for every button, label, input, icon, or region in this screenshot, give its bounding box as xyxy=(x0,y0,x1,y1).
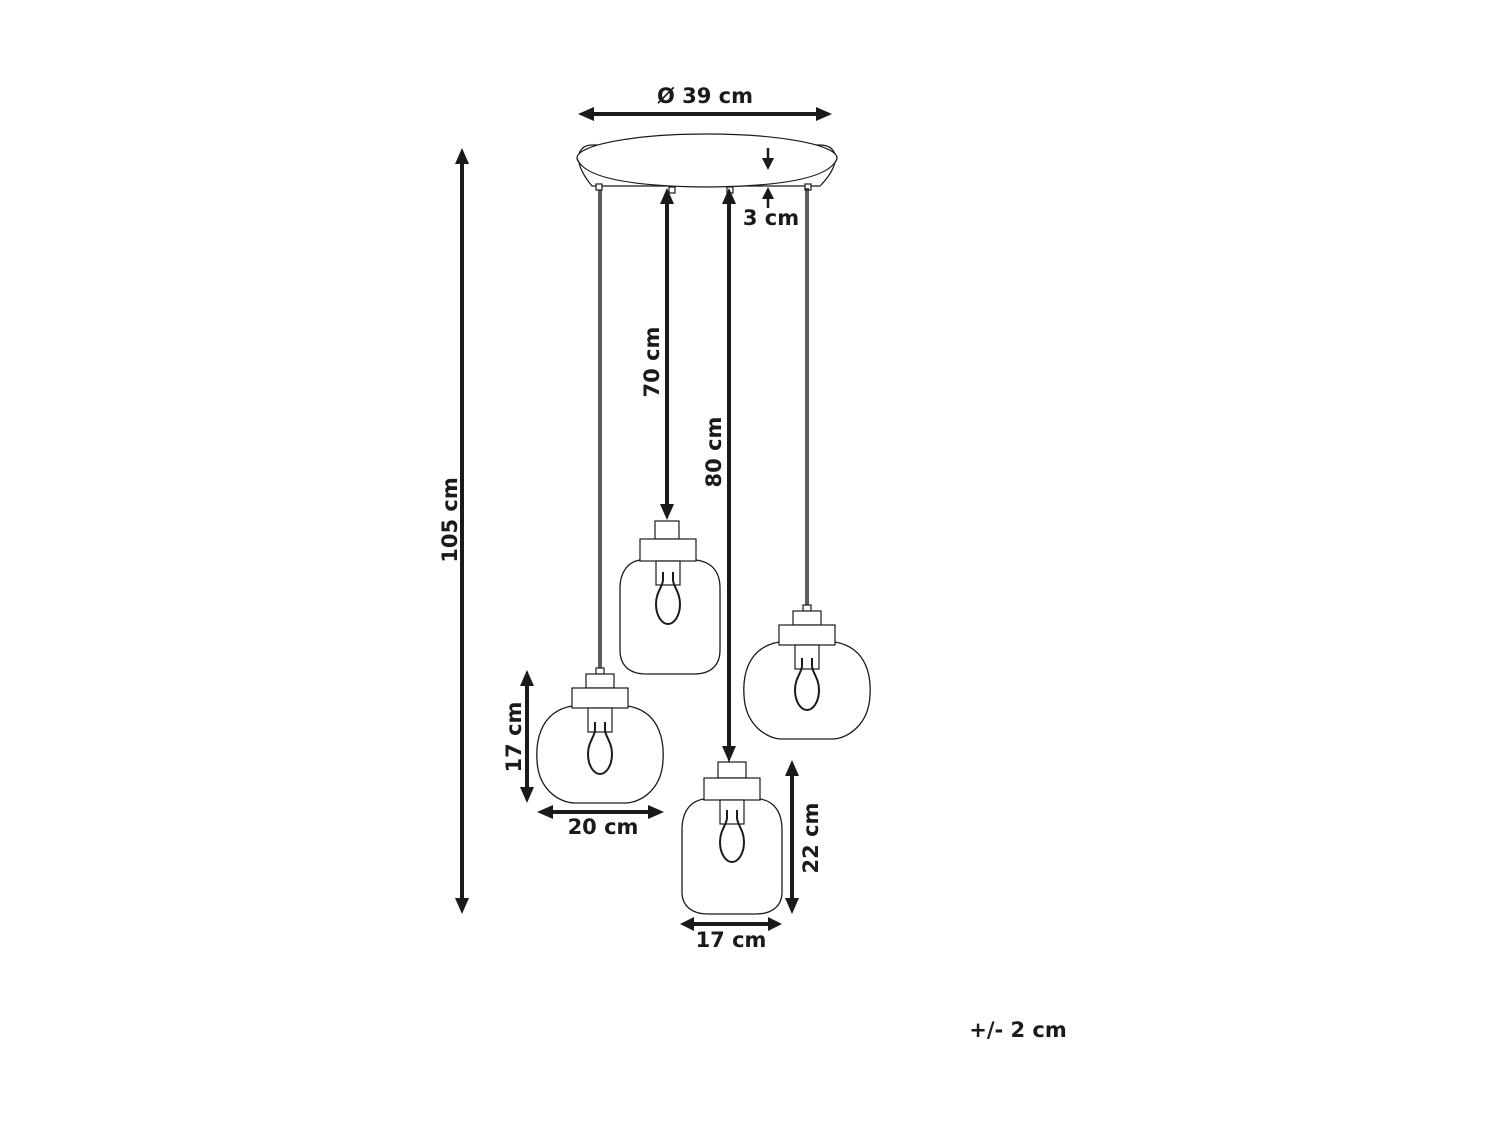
label-jar-width: 17 cm xyxy=(696,928,767,952)
dimension-total-height xyxy=(455,148,469,914)
dimension-cable-long xyxy=(722,188,736,762)
ceiling-canopy xyxy=(576,133,838,194)
label-globe-width: 20 cm xyxy=(568,815,639,839)
label-jar-height: 22 cm xyxy=(799,803,823,874)
dimension-canopy-height xyxy=(762,148,774,208)
dimension-globe-width xyxy=(537,805,664,819)
label-globe-height: 17 cm xyxy=(502,702,526,773)
dimension-globe-height xyxy=(520,670,534,803)
dimension-jar-height xyxy=(785,760,799,914)
label-total-height: 105 cm xyxy=(438,477,462,562)
label-cable-short: 70 cm xyxy=(640,327,664,398)
pendant-jar-bottom xyxy=(681,761,783,915)
label-canopy-diameter: Ø 39 cm xyxy=(657,84,753,108)
dimension-cable-short xyxy=(660,188,674,520)
label-canopy-height: 3 cm xyxy=(743,206,799,230)
dimension-canopy-diameter xyxy=(578,107,832,121)
dimension-jar-width xyxy=(680,917,782,931)
label-cable-long: 80 cm xyxy=(702,417,726,488)
pendant-globe-left xyxy=(536,667,664,804)
tolerance-note: +/- 2 cm xyxy=(969,1018,1067,1042)
pendant-jar-top xyxy=(619,520,721,675)
pendant-globe-right xyxy=(743,604,871,740)
